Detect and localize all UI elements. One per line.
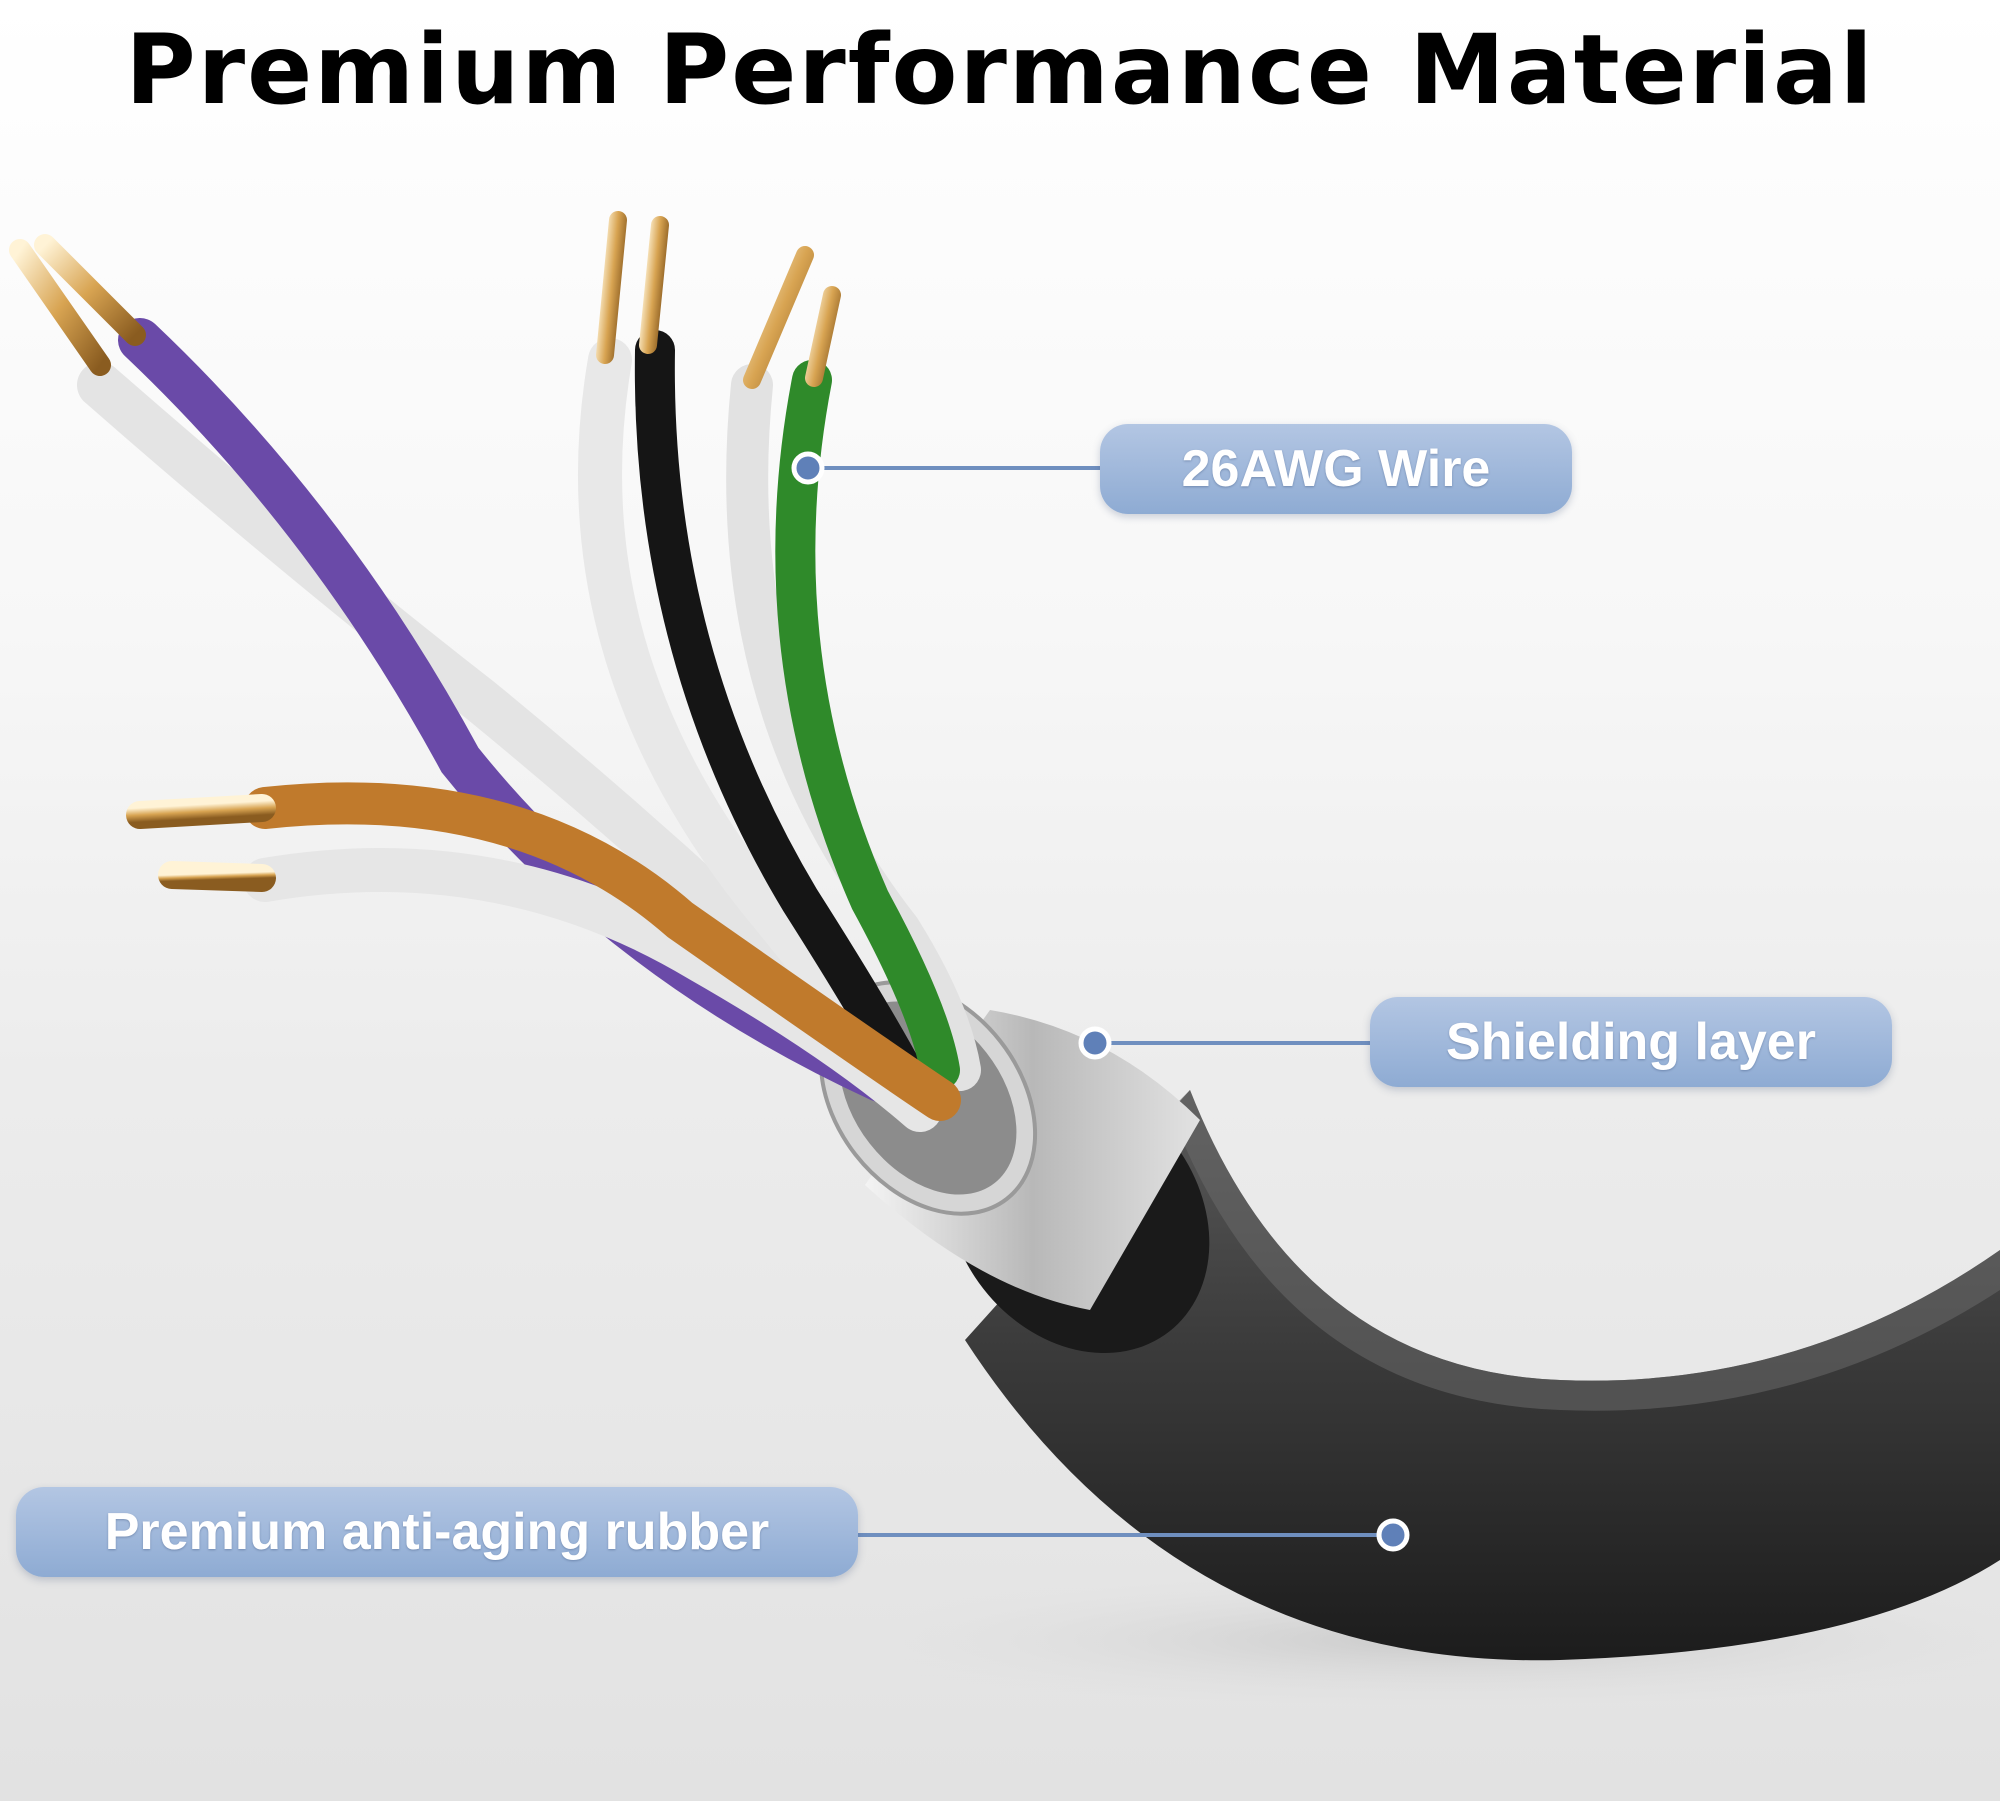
leader-lines — [808, 466, 1393, 1537]
wire-dot — [791, 451, 825, 485]
rubber-dot — [1376, 1518, 1410, 1552]
page-title: Premium Performance Material — [125, 14, 1875, 126]
wire-callout: 26AWG Wire — [1100, 424, 1572, 514]
green-wire — [775, 360, 960, 1090]
wire-pairs — [77, 318, 981, 1132]
white-purple-wire — [77, 362, 923, 1103]
rubber-callout: Premium anti-aging rubber — [16, 1487, 858, 1577]
black-wire — [634, 330, 925, 1095]
orange-wire — [244, 782, 961, 1121]
shielding-callout: Shielding layer — [1370, 997, 1892, 1087]
leader-dots — [791, 451, 1410, 1552]
copper-conductors — [9, 211, 841, 892]
shield-dot — [1078, 1026, 1112, 1060]
